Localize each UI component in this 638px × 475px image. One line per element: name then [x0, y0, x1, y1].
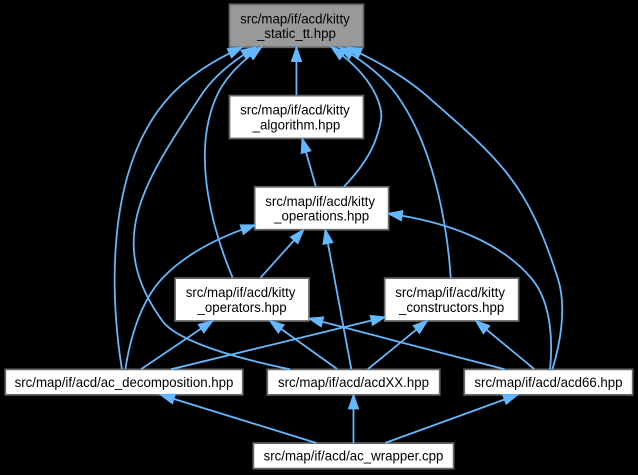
- svg-text:src/map/if/acd/acd66.hpp: src/map/if/acd/acd66.hpp: [474, 375, 622, 390]
- svg-text:_constructors.hpp: _constructors.hpp: [398, 300, 504, 315]
- svg-text:src/map/if/acd/kitty: src/map/if/acd/kitty: [240, 102, 350, 117]
- svg-text:src/map/if/acd/kitty: src/map/if/acd/kitty: [186, 285, 296, 300]
- svg-text:_operations.hpp: _operations.hpp: [273, 208, 369, 223]
- svg-text:_static_tt.hpp: _static_tt.hpp: [256, 26, 336, 41]
- svg-text:src/map/if/acd/ac_decompositio: src/map/if/acd/ac_decomposition.hpp: [15, 375, 234, 390]
- svg-text:src/map/if/acd/acdXX.hpp: src/map/if/acd/acdXX.hpp: [278, 375, 429, 390]
- svg-text:src/map/if/acd/kitty: src/map/if/acd/kitty: [265, 194, 375, 209]
- svg-text:_algorithm.hpp: _algorithm.hpp: [252, 117, 341, 132]
- svg-text:src/map/if/acd/ac_wrapper.cpp: src/map/if/acd/ac_wrapper.cpp: [264, 449, 444, 464]
- svg-text:src/map/if/acd/kitty: src/map/if/acd/kitty: [240, 11, 350, 26]
- svg-text:src/map/if/acd/kitty: src/map/if/acd/kitty: [395, 285, 505, 300]
- svg-text:_operators.hpp: _operators.hpp: [196, 300, 286, 315]
